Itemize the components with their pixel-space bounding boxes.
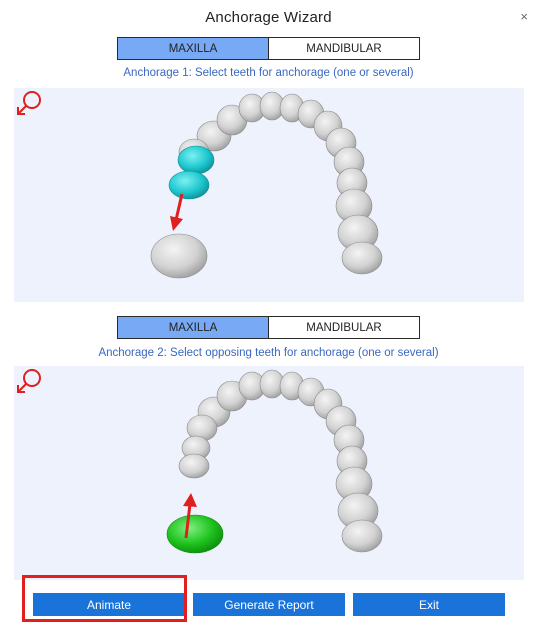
exit-button[interactable]: Exit: [353, 593, 505, 616]
anchorage2-jaw-selector: MAXILLA MANDIBULAR: [117, 316, 420, 339]
anchorage2-3d-viewport[interactable]: [14, 366, 524, 580]
movement-arrow-down: [170, 193, 184, 231]
selected-anchorage-teeth: [168, 145, 215, 200]
generate-report-button[interactable]: Generate Report: [193, 593, 345, 616]
reset-view-icon[interactable]: [14, 88, 44, 118]
arch-teeth: [178, 369, 383, 553]
anchorage2-tab-mandibular[interactable]: MANDIBULAR: [269, 317, 419, 338]
anchorage2-instruction: Anchorage 2: Select opposing teeth for a…: [98, 347, 439, 359]
arch-teeth: [150, 91, 383, 279]
anchorage1-instruction: Anchorage 1: Select teeth for anchorage …: [123, 67, 414, 79]
close-icon[interactable]: ×: [520, 9, 528, 24]
anchorage1-tab-mandibular[interactable]: MANDIBULAR: [269, 38, 419, 59]
anchorage1-jaw-selector: MAXILLA MANDIBULAR: [117, 37, 420, 60]
dialog-title: Anchorage Wizard: [205, 9, 332, 26]
anchorage2-tab-maxilla[interactable]: MAXILLA: [118, 317, 269, 338]
animate-button[interactable]: Animate: [33, 593, 185, 616]
reset-view-icon[interactable]: [14, 366, 44, 396]
dental-arch-model-2: [166, 369, 383, 554]
dental-arch-model-1: [150, 91, 383, 279]
anchorage1-tab-maxilla[interactable]: MAXILLA: [118, 38, 269, 59]
anchorage1-3d-viewport[interactable]: [14, 88, 524, 302]
selected-opposing-teeth: [166, 514, 224, 554]
movement-arrow-up: [183, 493, 197, 539]
